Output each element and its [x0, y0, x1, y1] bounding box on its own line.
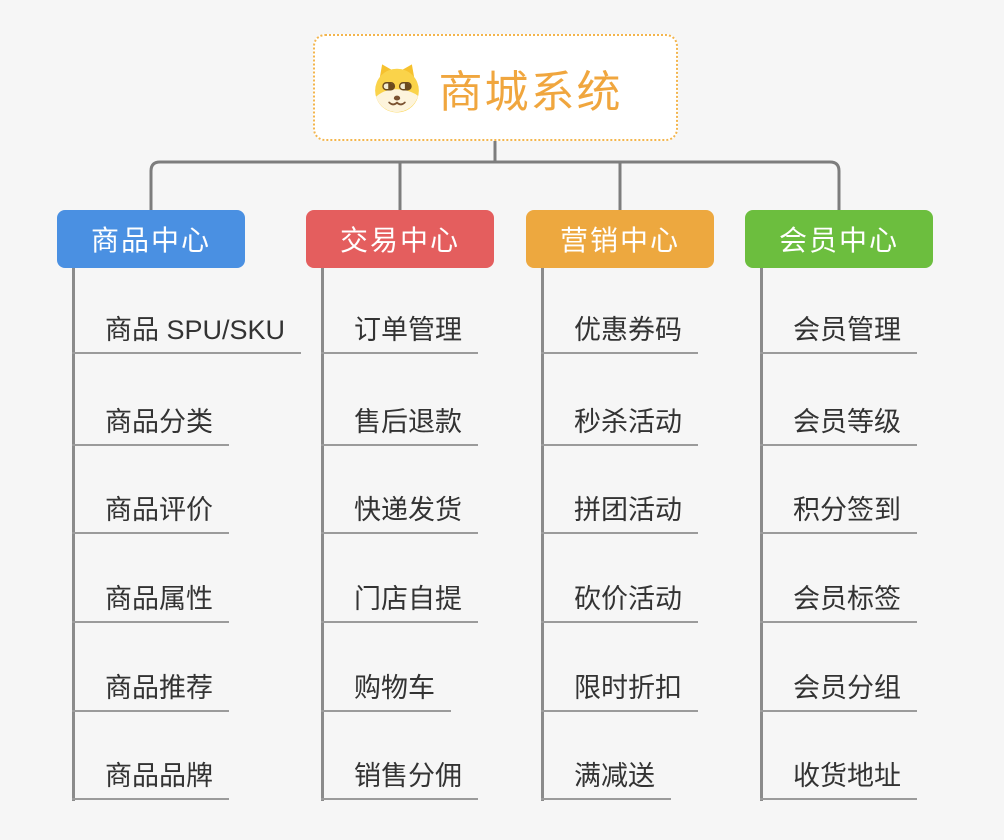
child-topic[interactable]: 会员管理	[760, 313, 917, 354]
child-topic[interactable]: 优惠券码	[541, 313, 698, 354]
child-topic[interactable]: 商品 SPU/SKU	[72, 313, 302, 354]
child-topic[interactable]: 商品品牌	[72, 759, 229, 800]
child-topic[interactable]: 满减送	[541, 759, 671, 800]
root-title: 商城系统	[438, 67, 623, 117]
child-topic[interactable]: 会员分组	[760, 671, 917, 712]
child-topic[interactable]: 门店自提	[321, 582, 478, 623]
branch-header-product[interactable]: 商品中心	[57, 210, 245, 268]
child-topic[interactable]: 砍价活动	[541, 582, 698, 623]
child-topic[interactable]: 商品评价	[72, 493, 229, 534]
branch-trunk-line	[760, 268, 763, 801]
child-topic[interactable]: 限时折扣	[541, 671, 698, 712]
branch-label: 交易中心	[339, 225, 460, 256]
child-topic[interactable]: 购物车	[321, 671, 451, 712]
branch-trade-center: 交易中心 订单管理 售后退款 快递发货 门店自提 购物车 销售分佣	[306, 210, 494, 810]
branch-label: 商品中心	[90, 225, 211, 256]
branch-trunk-line	[72, 268, 75, 801]
child-topic[interactable]: 订单管理	[321, 313, 478, 354]
root-node[interactable]: 商城系统	[313, 34, 678, 141]
branch-header-trade[interactable]: 交易中心	[306, 210, 494, 268]
child-topic[interactable]: 快递发货	[321, 493, 478, 534]
child-topic[interactable]: 商品分类	[72, 405, 229, 446]
dog-face-icon	[374, 63, 419, 112]
child-topic[interactable]: 拼团活动	[541, 493, 698, 534]
child-topic[interactable]: 商品属性	[72, 582, 229, 623]
child-topic[interactable]: 会员标签	[760, 582, 917, 623]
branch-header-member[interactable]: 会员中心	[745, 210, 933, 268]
branch-trunk-line	[321, 268, 324, 801]
child-topic[interactable]: 积分签到	[760, 493, 917, 534]
branch-header-marketing[interactable]: 营销中心	[526, 210, 714, 268]
branch-marketing-center: 营销中心 优惠券码 秒杀活动 拼团活动 砍价活动 限时折扣 满减送	[526, 210, 714, 810]
child-topic[interactable]: 商品推荐	[72, 671, 229, 712]
child-topic[interactable]: 销售分佣	[321, 759, 478, 800]
branch-label: 会员中心	[778, 225, 899, 256]
child-topic[interactable]: 会员等级	[760, 405, 917, 446]
branch-member-center: 会员中心 会员管理 会员等级 积分签到 会员标签 会员分组 收货地址	[745, 210, 933, 810]
branch-product-center: 商品中心 商品 SPU/SKU 商品分类 商品评价 商品属性 商品推荐 商品品牌	[57, 210, 302, 810]
branch-label: 营销中心	[559, 225, 680, 256]
child-topic[interactable]: 售后退款	[321, 405, 478, 446]
child-topic[interactable]: 收货地址	[760, 759, 917, 800]
branch-trunk-line	[541, 268, 544, 801]
child-topic[interactable]: 秒杀活动	[541, 405, 698, 446]
